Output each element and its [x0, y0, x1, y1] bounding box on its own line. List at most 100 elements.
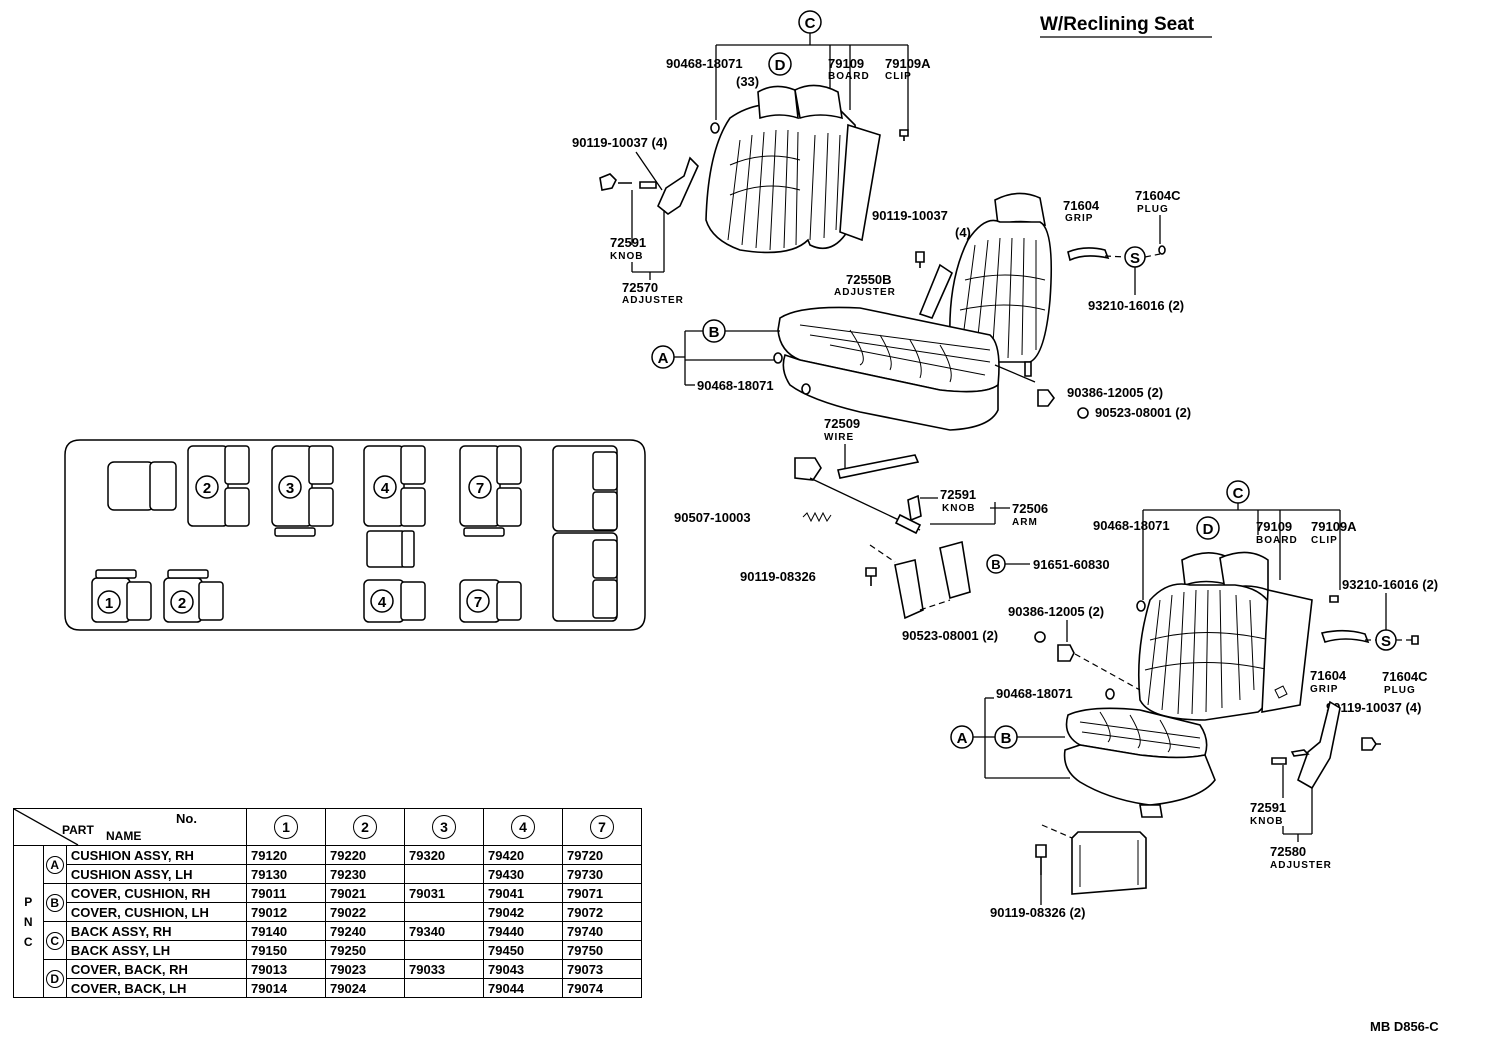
- cell: 79440: [483, 921, 563, 941]
- middle-mechanism: 72509 WIRE 72591 KNOB 72506 ARM 90507-10…: [674, 416, 1110, 643]
- label-90119-10037-4-upper: 90119-10037 (4): [572, 135, 667, 150]
- row-name: COVER, BACK, LH: [65, 978, 248, 998]
- label-90468-18071-lower-b: 90468-18071: [996, 686, 1073, 701]
- cell: 79043: [483, 959, 563, 979]
- cell: 79012: [246, 902, 326, 922]
- label-90386-12005-2-upper: 90386-12005 (2): [1067, 385, 1163, 400]
- label-71604-lower: 71604: [1310, 668, 1347, 683]
- cell: 79073: [562, 959, 642, 979]
- label-72506: 72506: [1012, 501, 1048, 516]
- adjuster-72580: [1297, 700, 1341, 790]
- callout-b-upper-label: B: [709, 324, 720, 341]
- label-qty-4: (4): [955, 225, 971, 240]
- label-93210-16016-2-lower: 93210-16016 (2): [1342, 577, 1438, 592]
- callout-a-lower-label: A: [957, 730, 968, 747]
- seat-map-label-7-bottom: 7: [474, 594, 482, 611]
- label-plug-lower: PLUG: [1384, 685, 1416, 696]
- bolt-lower: [1035, 844, 1047, 875]
- label-board-lower: BOARD: [1256, 535, 1298, 546]
- label-grip-lower: GRIP: [1310, 684, 1338, 695]
- label-90386-12005-2-lower: 90386-12005 (2): [1008, 604, 1104, 619]
- label-board-upper: BOARD: [828, 71, 870, 82]
- adjuster-72570: [657, 156, 699, 215]
- seat-map-label-3-top: 3: [286, 480, 294, 497]
- table-row: C BACK ASSY, RH 79140 79240 79340 79440 …: [14, 921, 642, 960]
- label-knob-lower: KNOB: [1250, 816, 1283, 827]
- cell: 79021: [325, 883, 405, 903]
- cell: 79140: [246, 921, 326, 941]
- label-adjuster-72570: ADJUSTER: [622, 295, 684, 306]
- label-91651-60830: 91651-60830: [1033, 557, 1110, 572]
- cell: 79430: [483, 864, 563, 884]
- cell: 79041: [483, 883, 563, 903]
- seat-map-label-7-top: 7: [476, 480, 484, 497]
- label-71604c-lower: 71604C: [1382, 669, 1428, 684]
- label-72509: 72509: [824, 416, 860, 431]
- cell: 79730: [562, 864, 642, 884]
- col-header-1: 1: [246, 808, 326, 846]
- label-72580: 72580: [1270, 844, 1306, 859]
- headrest-upper-left: [757, 85, 799, 120]
- callout-c-upper-label: C: [805, 15, 816, 32]
- label-90119-10037-upper-mid: 90119-10037: [872, 208, 948, 223]
- label-93210-16016-2-upper: 93210-16016 (2): [1088, 298, 1184, 313]
- label-79109a-upper: 79109A: [885, 56, 931, 71]
- label-90523-08001-2-mid: 90523-08001 (2): [902, 628, 998, 643]
- cell: [404, 864, 484, 884]
- cell: 79014: [246, 978, 326, 998]
- board-upper: [839, 123, 881, 242]
- label-79109-upper: 79109: [828, 56, 864, 71]
- cell: 79031: [404, 883, 484, 903]
- callout-d-lower-label: D: [1203, 521, 1214, 538]
- cell: 79013: [246, 959, 326, 979]
- label-wire: WIRE: [824, 432, 854, 443]
- table-header-row: No. PART NAME 1 2 3 4 7: [13, 808, 642, 846]
- cell: 79740: [562, 921, 642, 941]
- cushion-lower-base: [1063, 744, 1216, 806]
- cell: 79340: [404, 921, 484, 941]
- bolt-upper-mid: [915, 251, 925, 268]
- cell: [404, 978, 484, 998]
- col-header-3: 3: [404, 808, 484, 846]
- label-adjuster-72580: ADJUSTER: [1270, 860, 1332, 871]
- header-name-label: NAME: [106, 829, 142, 843]
- lower-assembly: C 90468-18071 D 79109 BOARD 79109A CLIP …: [950, 480, 1438, 920]
- cell: [404, 940, 484, 960]
- table-row: COVER, CUSHION, LH 79012 79022 79042 790…: [14, 902, 642, 922]
- label-72591-lower: 72591: [1250, 800, 1286, 815]
- cell: 79042: [483, 902, 563, 922]
- figure-code: MB D856-C: [1370, 1019, 1439, 1034]
- callout-s-lower-label: S: [1381, 633, 1391, 650]
- bench-seat-back-upper: [705, 103, 858, 254]
- label-qty-33: (33): [736, 74, 759, 89]
- grip-upper: [1067, 247, 1110, 262]
- cell: 79130: [246, 864, 326, 884]
- table-row: BACK ASSY, LH 79150 79250 79450 79750: [14, 940, 642, 960]
- label-71604-upper: 71604: [1063, 198, 1100, 213]
- knob-mid: [907, 494, 922, 522]
- wire-72509: [837, 454, 920, 479]
- label-72550b: 72550B: [846, 272, 892, 287]
- seat-map-label-4-bottom: 4: [378, 594, 387, 611]
- row-name: CUSHION ASSY, RH: [65, 845, 248, 865]
- headrest-upper-right: [794, 84, 843, 120]
- label-clip-lower: CLIP: [1311, 535, 1338, 546]
- part-number-table: No. PART NAME 1 2 3 4 7 P N C A CUSHION …: [13, 808, 642, 998]
- seat-map-label-2-top: 2: [203, 480, 211, 497]
- label-79109a-lower: 79109A: [1311, 519, 1357, 534]
- spring-90507: [802, 511, 832, 523]
- label-72591-mid: 72591: [940, 487, 976, 502]
- label-72591-upper: 72591: [610, 235, 646, 250]
- col-header-4: 4: [483, 808, 563, 846]
- table-row: D COVER, BACK, RH 79013 79023 79033 7904…: [14, 959, 642, 998]
- cell: 79024: [325, 978, 405, 998]
- label-90119-08326-2: 90119-08326 (2): [990, 905, 1085, 920]
- callout-d-upper: [768, 52, 792, 76]
- cell: 79022: [325, 902, 405, 922]
- callout-d-upper-label: D: [775, 57, 786, 74]
- label-72570: 72570: [622, 280, 658, 295]
- seat-map-label-1: 1: [105, 595, 113, 612]
- callout-s-upper-label: S: [1130, 250, 1140, 267]
- adjuster-72550b: [918, 263, 954, 319]
- label-90468-18071-lower: 90468-18071: [1093, 518, 1170, 533]
